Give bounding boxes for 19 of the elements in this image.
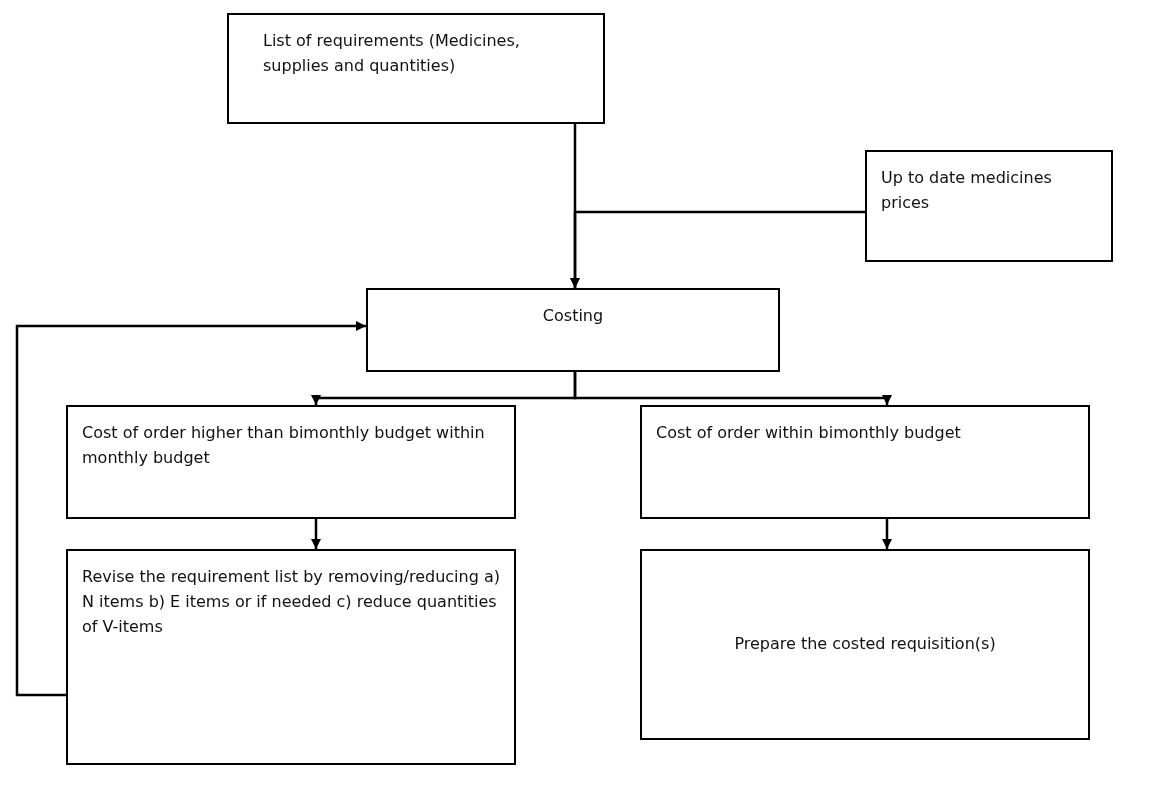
arrow [15, 321, 366, 697]
process-box [366, 288, 780, 372]
arrow [311, 519, 321, 549]
process-box [66, 405, 516, 519]
box-text: Prepare the costed requisition(s) [733, 633, 997, 656]
process-box [640, 549, 1090, 740]
process-box [640, 405, 1090, 519]
box-text: Up to date medicines prices [881, 167, 1053, 214]
process-box [865, 150, 1113, 262]
box-text: List of requirements (Medicines, supplies and quantities) [263, 30, 521, 77]
box-text: Revise the requirement list by removing/reducing a) N items b) E items or if needed c) reduce quantities of V-items [82, 566, 500, 638]
box-text: Cost of order higher than bimonthly budget within monthly budget [82, 422, 486, 469]
process-box [66, 549, 516, 765]
arrow [573, 372, 892, 405]
arrow [570, 210, 865, 288]
box-text: Cost of order within bimonthly budget [656, 422, 962, 444]
process-box [227, 13, 605, 124]
box-text: Costing [541, 305, 605, 327]
arrow [882, 519, 892, 549]
